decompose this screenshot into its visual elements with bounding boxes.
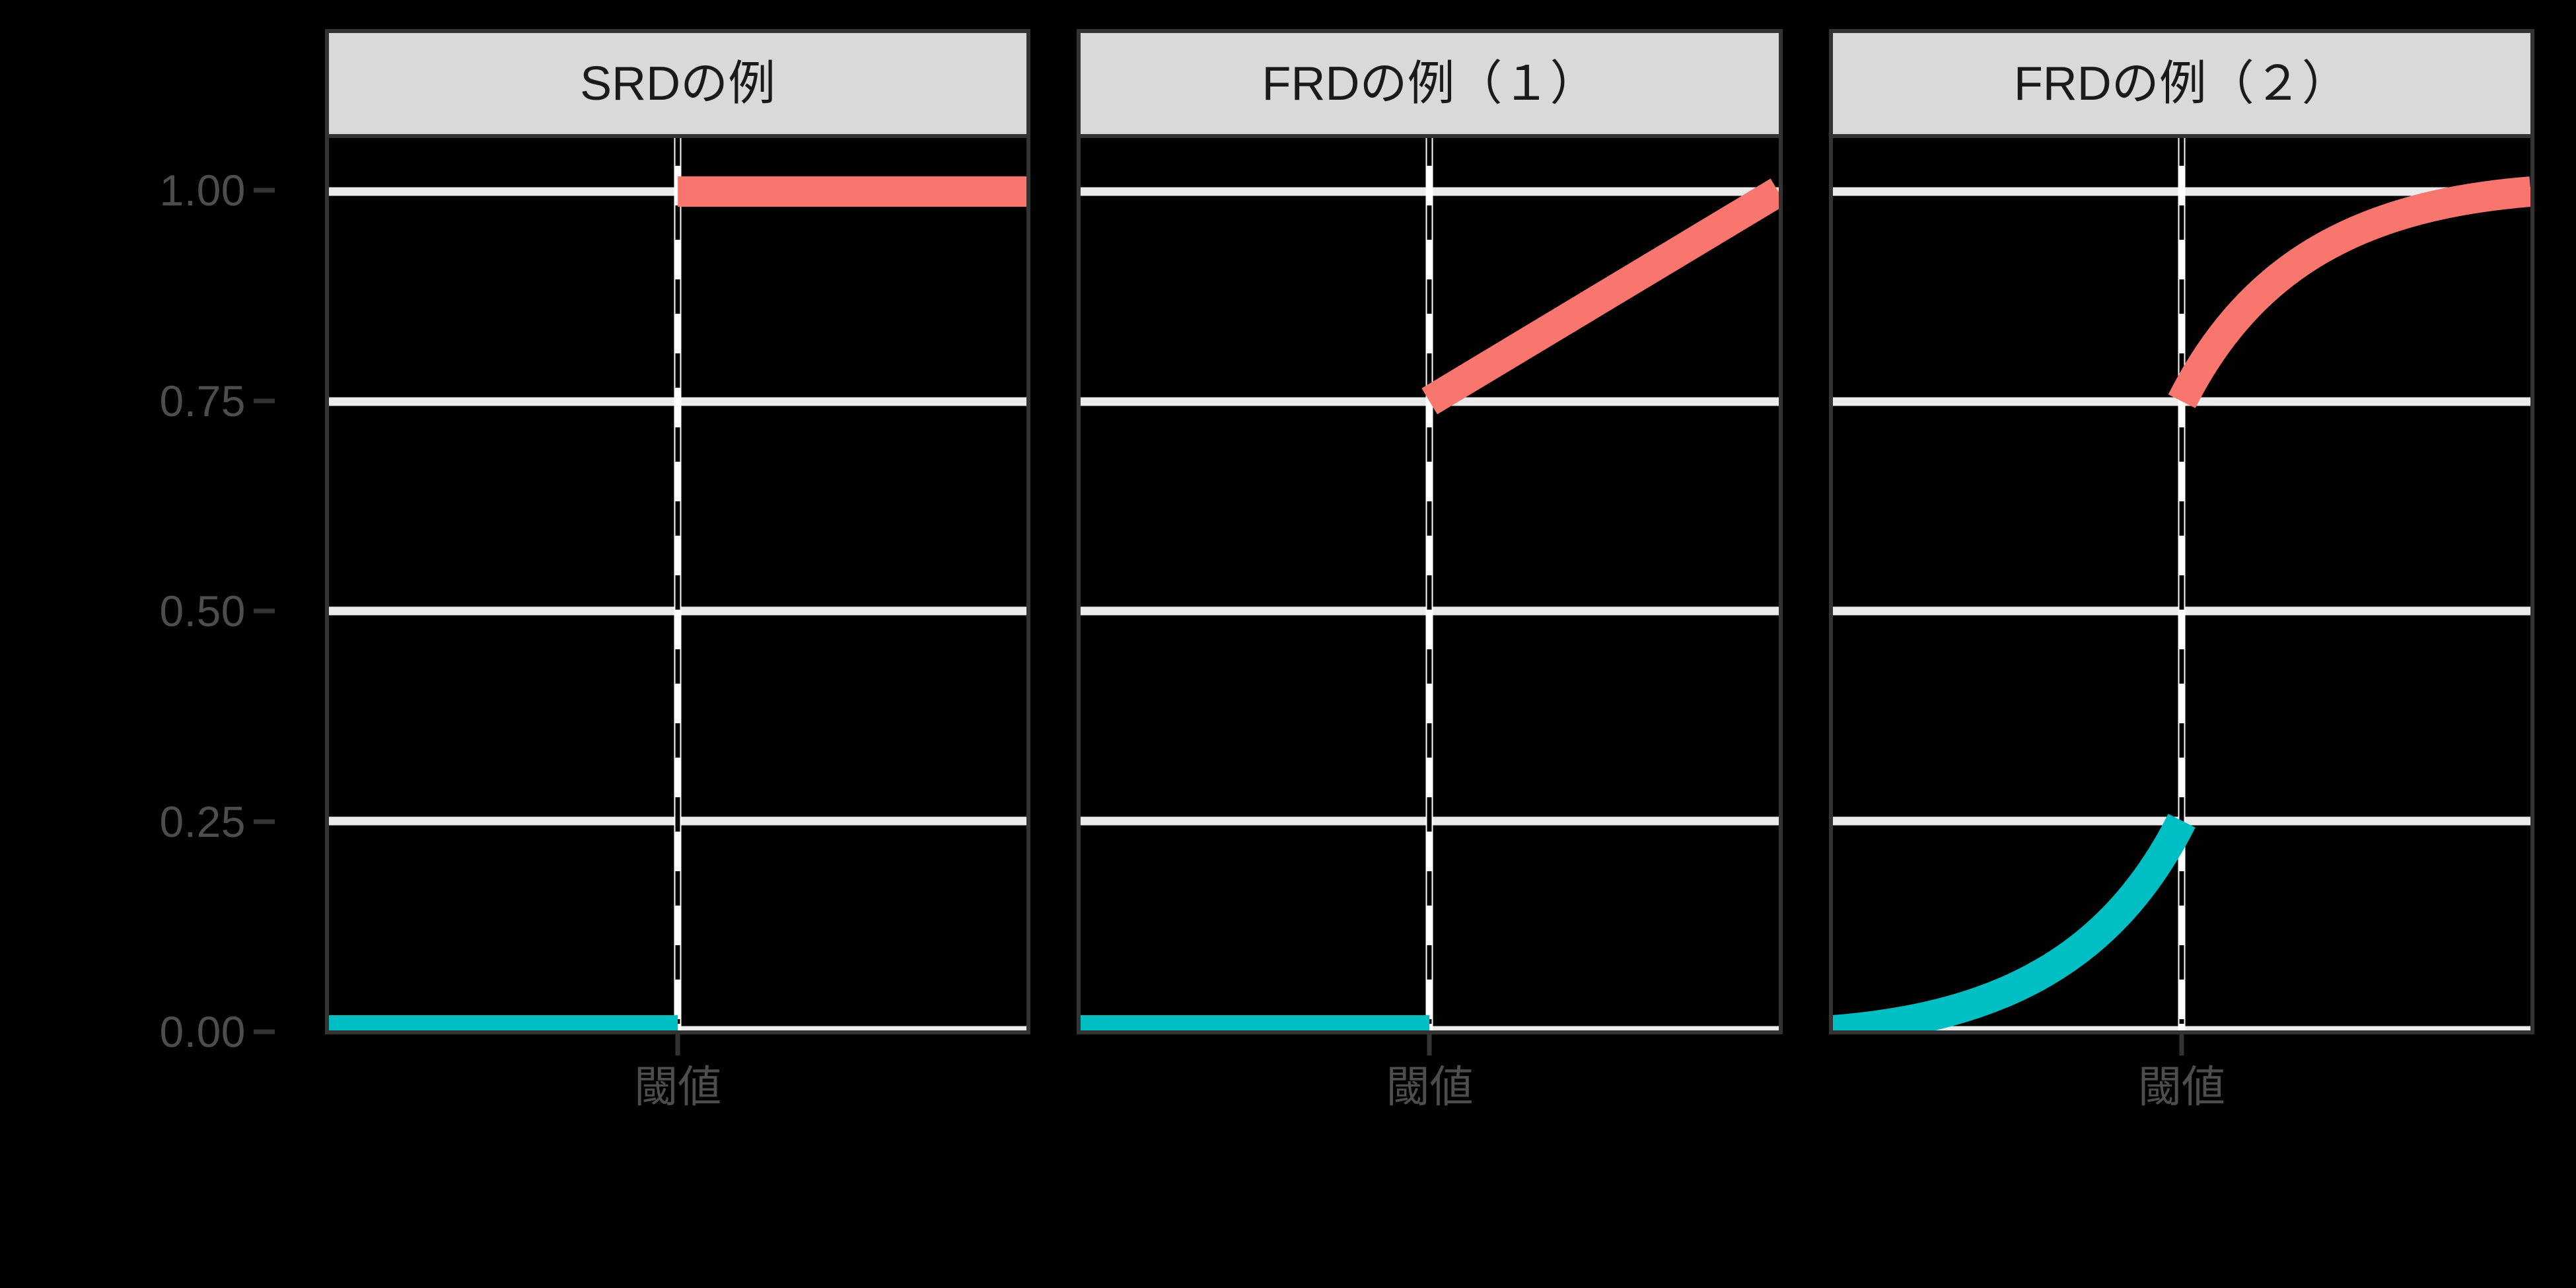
x-axis-cell-frd-1: 閾値: [1077, 1034, 1782, 1166]
threshold-dashed-line: [1425, 138, 1433, 1030]
y-axis: 1.00 0.75 0.50 0.25 0.00: [0, 168, 284, 1054]
facet-strip-label-srd: SRDの例: [580, 57, 776, 110]
y-tick-mark-5: [254, 1029, 275, 1034]
x-axis: 閾値 閾値 閾値: [325, 1034, 2534, 1166]
plot-area-frd-1: [1077, 138, 1783, 1034]
facet-strip-srd: SRDの例: [325, 29, 1031, 138]
x-tick-mark-threshold: [675, 1034, 680, 1055]
x-tick-label-threshold: 閾値: [2137, 1062, 2225, 1111]
series-curve-upper-red: [2182, 192, 2530, 401]
y-tick-label-5: 0.00: [159, 1007, 246, 1056]
facet-strip-label-frd-2: FRDの例（２）: [2013, 57, 2349, 110]
plot-area-srd: [325, 138, 1031, 1034]
x-axis-cell-srd: 閾値: [325, 1034, 1030, 1166]
y-tick-mark-3: [254, 608, 275, 614]
facet-panel-frd-2: FRDの例（２）: [1828, 29, 2534, 1034]
threshold-dashed-line: [2178, 138, 2186, 1030]
y-tick-label-2: 0.75: [159, 376, 246, 425]
series-curves-srd: [329, 138, 1026, 1030]
facet-panels: SRDの例: [325, 29, 2534, 1034]
facet-strip-frd-1: FRDの例（１）: [1077, 29, 1783, 138]
facet-strip-label-frd-1: FRDの例（１）: [1262, 57, 1598, 110]
facet-panel-frd-1: FRDの例（１）: [1077, 29, 1783, 1034]
y-tick-label-1: 1.00: [159, 166, 246, 215]
series-curves-frd-2: [1833, 138, 2530, 1030]
facet-panel-srd: SRDの例: [325, 29, 1031, 1034]
x-tick-label-threshold: 閾値: [1386, 1062, 1474, 1111]
y-tick-label-3: 0.50: [159, 587, 246, 635]
x-tick-mark-threshold: [1427, 1034, 1432, 1055]
y-tick-mark-1: [254, 188, 275, 193]
threshold-dashed-line: [674, 138, 682, 1030]
x-tick-mark-threshold: [2179, 1034, 2184, 1055]
y-tick-label-4: 0.25: [159, 797, 246, 846]
series-line-upper-red: [1429, 192, 1778, 401]
facet-strip-frd-2: FRDの例（２）: [1828, 29, 2534, 138]
series-curves-frd-1: [1081, 138, 1778, 1030]
y-tick-mark-4: [254, 819, 275, 824]
series-curve-lower-cyan: [1833, 821, 2182, 1030]
y-tick-mark-2: [254, 398, 275, 403]
plot-area-frd-2: [1828, 138, 2534, 1034]
x-tick-label-threshold: 閾値: [634, 1062, 722, 1111]
x-axis-cell-frd-2: 閾値: [1829, 1034, 2534, 1166]
